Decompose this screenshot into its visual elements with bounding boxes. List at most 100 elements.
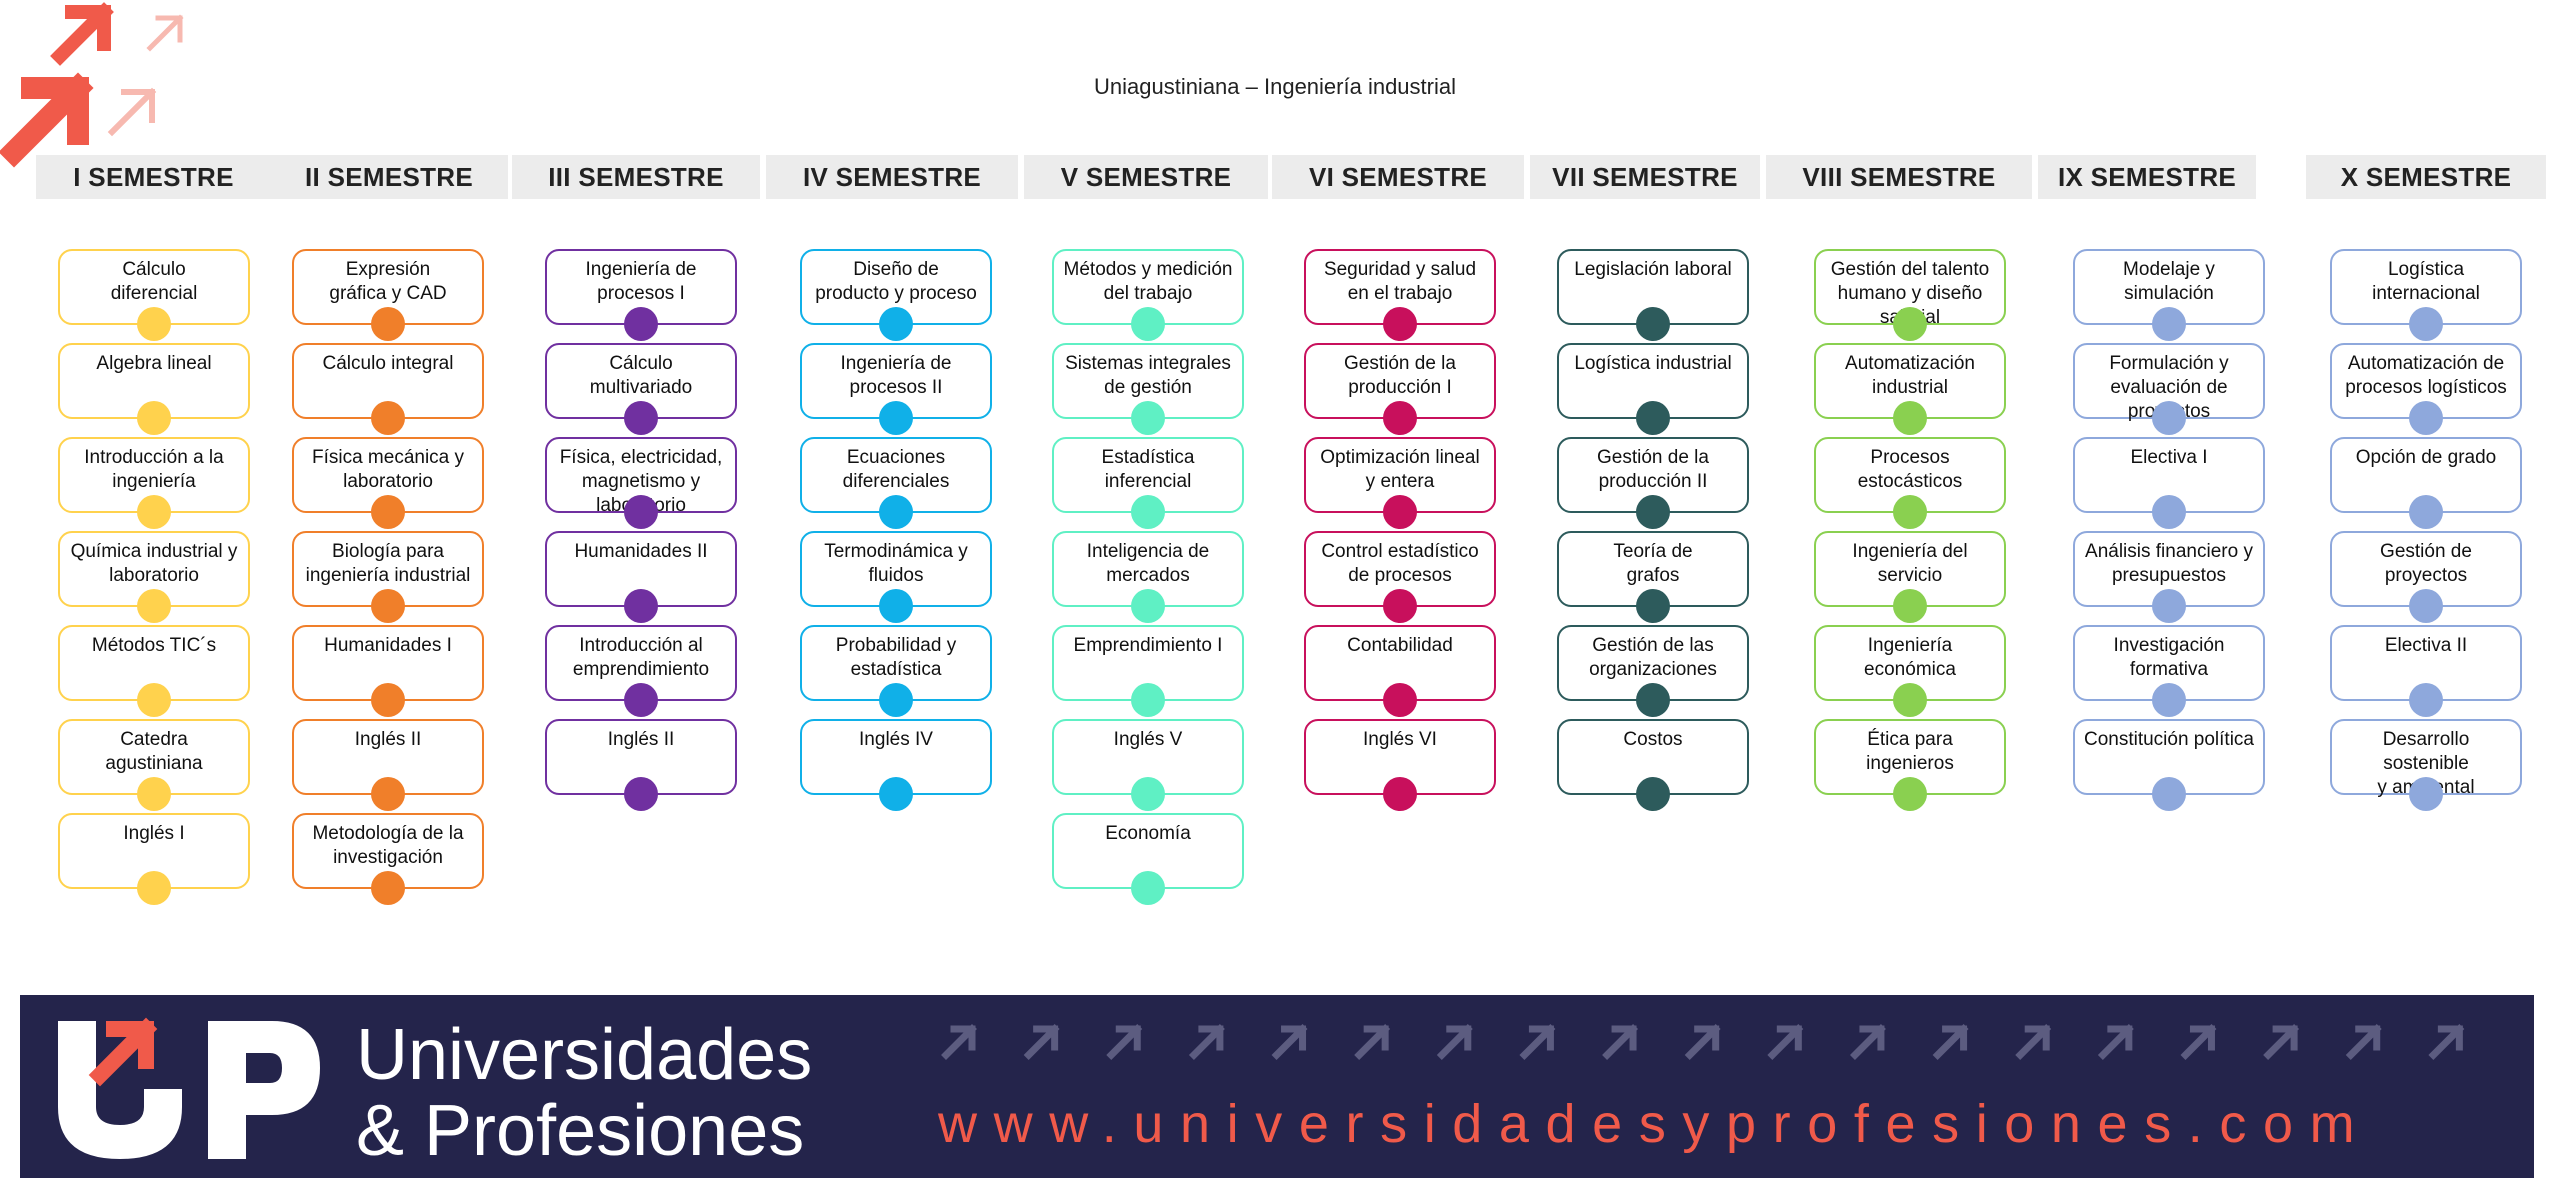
course-dot-icon: [2152, 589, 2186, 623]
course-dot-icon: [371, 495, 405, 529]
course-label: Logística industrial: [1574, 353, 1732, 374]
course-card: Biología para ingeniería industrial: [292, 531, 484, 623]
course-dot-icon: [1131, 777, 1165, 811]
course-card: Ingeniería del servicio: [1814, 531, 2006, 623]
course-label: Legislación laboral: [1574, 259, 1732, 280]
semester-header: VI SEMESTRE: [1272, 155, 1524, 199]
course-label: Métodos y medición del trabajo: [1063, 259, 1233, 304]
course-label: Cálculo integral: [322, 353, 454, 374]
course-dot-icon: [879, 683, 913, 717]
course-card: Inglés IV: [800, 719, 992, 811]
arrow-up-right-icon: [1271, 1024, 1308, 1060]
corner-arrows-icon: [0, 2, 184, 168]
course-label: Cálculo diferencial: [110, 259, 198, 304]
course-card: Emprendimiento I: [1052, 625, 1244, 717]
arrow-up-right-icon: [1684, 1024, 1721, 1060]
course-dot-icon: [1636, 401, 1670, 435]
course-dot-icon: [1383, 307, 1417, 341]
course-dot-icon: [1893, 777, 1927, 811]
course-dot-icon: [137, 589, 171, 623]
course-card: Ingeniería de procesos II: [800, 343, 992, 435]
course-dot-icon: [624, 777, 658, 811]
course-label: Análisis financiero y presupuestos: [2085, 541, 2253, 586]
course-label: Física, electricidad, magnetismo y labor…: [559, 447, 723, 516]
course-card: Inglés VI: [1304, 719, 1496, 811]
arrow-up-right-icon: [2015, 1024, 2052, 1060]
course-label: Métodos TIC´s: [91, 635, 217, 656]
course-card: Opción de grado: [2330, 437, 2522, 529]
course-label: Cálculo multivariado: [589, 353, 693, 398]
course-dot-icon: [1383, 401, 1417, 435]
course-card: Legislación laboral: [1557, 249, 1749, 341]
course-card: Métodos TIC´s: [58, 625, 250, 717]
course-label: Gestión de las organizaciones: [1589, 635, 1717, 680]
arrow-up-right-icon: [2263, 1024, 2300, 1060]
course-label: Inglés II: [607, 729, 675, 750]
course-label: Inglés VI: [1363, 729, 1437, 750]
course-dot-icon: [137, 683, 171, 717]
course-label: Diseño de producto y proceso: [815, 259, 977, 304]
course-label: Economía: [1105, 823, 1191, 844]
course-dot-icon: [2409, 683, 2443, 717]
course-label: Contabilidad: [1347, 635, 1453, 656]
course-label: Ecuaciones diferenciales: [842, 447, 950, 492]
course-label: Gestión de la producción I: [1344, 353, 1456, 398]
course-dot-icon: [2152, 683, 2186, 717]
course-dot-icon: [879, 401, 913, 435]
course-dot-icon: [1893, 307, 1927, 341]
course-dot-icon: [137, 495, 171, 529]
course-card: Optimización lineal y entera: [1304, 437, 1496, 529]
course-label: Humanidades I: [324, 635, 452, 656]
course-card: Electiva II: [2330, 625, 2522, 717]
footer-banner: Universidades & Profesiones www.universi…: [20, 995, 2534, 1178]
course-card: Economía: [1052, 813, 1244, 905]
semester-header: IX SEMESTRE: [2038, 155, 2256, 199]
arrow-up-right-icon: [941, 1024, 977, 1060]
course-dot-icon: [137, 777, 171, 811]
course-dot-icon: [1636, 495, 1670, 529]
course-dot-icon: [879, 589, 913, 623]
course-card: Ingeniería de procesos I: [545, 249, 737, 341]
course-label: Automatización industrial: [1845, 353, 1975, 398]
course-dot-icon: [1636, 683, 1670, 717]
arrow-up-right-icon: [1602, 1024, 1639, 1060]
arrow-up-right-icon: [1436, 1024, 1473, 1060]
website-url[interactable]: www.universidadesyprofesiones.com: [938, 1094, 2372, 1154]
course-label: Inglés IV: [859, 729, 933, 750]
course-card: Formulación y evaluación de proyectos: [2073, 343, 2265, 435]
course-dot-icon: [2409, 307, 2443, 341]
brand-line-2: & Profesiones: [356, 1091, 805, 1171]
course-card: Gestión de la producción II: [1557, 437, 1749, 529]
course-card: Expresión gráfica y CAD: [292, 249, 484, 341]
brand-line-1: Universidades: [356, 1015, 813, 1095]
course-label: Control estadístico de procesos: [1321, 541, 1479, 586]
course-card: Inglés I: [58, 813, 250, 905]
arrow-up-right-icon: [1767, 1024, 1804, 1060]
course-card: Ecuaciones diferenciales: [800, 437, 992, 529]
semester-header: IV SEMESTRE: [766, 155, 1018, 199]
course-dot-icon: [624, 589, 658, 623]
course-label: Electiva II: [2384, 635, 2468, 656]
course-label: Ingeniería de procesos I: [585, 259, 697, 304]
course-dot-icon: [1383, 683, 1417, 717]
course-label: Biología para ingeniería industrial: [305, 541, 471, 586]
course-card: Gestión de proyectos: [2330, 531, 2522, 623]
course-dot-icon: [2409, 777, 2443, 811]
course-label: Ética para ingenieros: [1866, 729, 1954, 774]
course-dot-icon: [879, 495, 913, 529]
course-card: Inteligencia de mercados: [1052, 531, 1244, 623]
course-card: Inglés II: [545, 719, 737, 811]
course-label: Inglés V: [1113, 729, 1183, 750]
course-dot-icon: [2152, 307, 2186, 341]
course-label: Metodología de la investigación: [312, 823, 464, 868]
course-dot-icon: [371, 401, 405, 435]
course-dot-icon: [137, 401, 171, 435]
up-logo-icon: [58, 1017, 320, 1159]
course-card: Humanidades I: [292, 625, 484, 717]
course-card: Análisis financiero y presupuestos: [2073, 531, 2265, 623]
course-card: Automatización de procesos logísticos: [2330, 343, 2522, 435]
course-dot-icon: [1636, 307, 1670, 341]
course-label: Termodinámica y fluidos: [824, 541, 968, 586]
course-card: Cálculo diferencial: [58, 249, 250, 341]
semester-header: II SEMESTRE: [270, 155, 508, 199]
